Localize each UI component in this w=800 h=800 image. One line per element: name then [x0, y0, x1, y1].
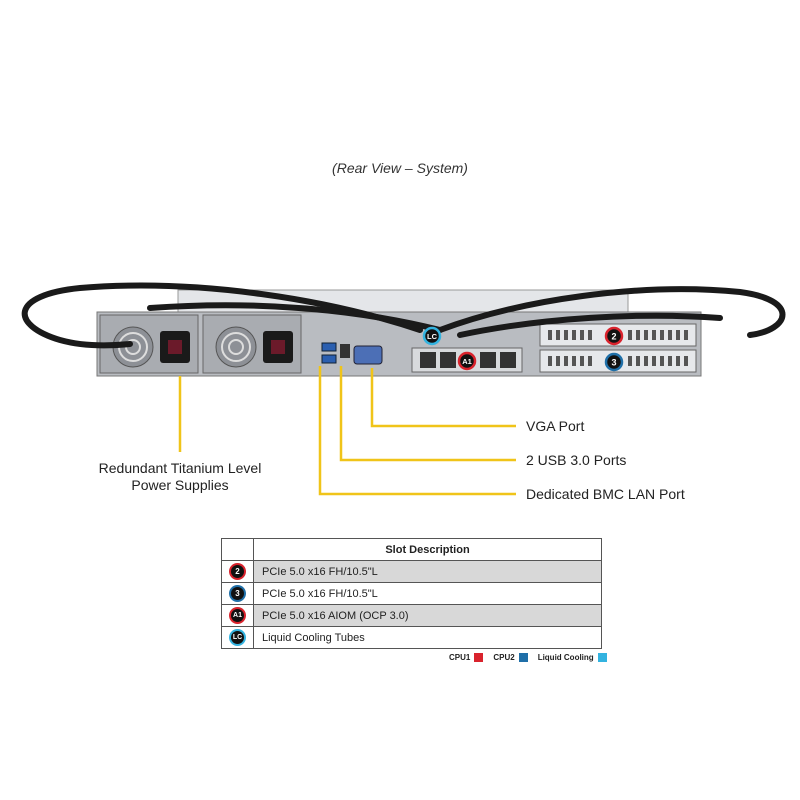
table-row: 3 PCIe 5.0 x16 FH/10.5"L	[221, 582, 602, 605]
table-row: A1 PCIe 5.0 x16 AIOM (OCP 3.0)	[221, 604, 602, 627]
table-cell-desc: PCIe 5.0 x16 FH/10.5"L	[253, 582, 602, 605]
callout-vga: VGA Port	[526, 418, 585, 434]
usb-port-1	[321, 342, 337, 352]
legend-cpu2-label: CPU2	[493, 653, 515, 662]
badge-a1-text: A1	[462, 357, 472, 366]
table-row: LC Liquid Cooling Tubes	[221, 626, 602, 649]
badge-lc-text: LC	[427, 332, 438, 341]
psu-2	[202, 314, 302, 374]
slot-description-table: Slot Description 2 PCIe 5.0 x16 FH/10.5"…	[221, 538, 602, 649]
badge-a1: A1	[457, 351, 477, 371]
color-legend: CPU1 CPU2 Liquid Cooling	[449, 653, 613, 662]
table-header: Slot Description	[253, 538, 602, 561]
callout-psu: Redundant Titanium Level Power Supplies	[90, 460, 270, 494]
callout-usb: 2 USB 3.0 Ports	[526, 452, 627, 468]
badge-slot-3: 3	[604, 352, 624, 372]
table-cell-desc: PCIe 5.0 x16 AIOM (OCP 3.0)	[253, 604, 602, 627]
legend-liquid-cooling-label: Liquid Cooling	[537, 653, 594, 662]
badge-lc-icon: LC	[231, 631, 244, 644]
table-cell-desc: PCIe 5.0 x16 FH/10.5"L	[253, 560, 602, 583]
liquid-cooling-tubes	[21, 282, 786, 349]
table-row: 2 PCIe 5.0 x16 FH/10.5"L	[221, 560, 602, 583]
usb-port-2	[321, 354, 337, 364]
table-header-blank	[221, 538, 254, 561]
table-cell-desc: Liquid Cooling Tubes	[253, 626, 602, 649]
callout-bmc: Dedicated BMC LAN Port	[526, 486, 685, 502]
badge-3-icon: 3	[231, 587, 244, 600]
badge-slot-2-text: 2	[611, 332, 616, 342]
badge-2-icon: 2	[231, 565, 244, 578]
legend-cpu1-swatch	[474, 653, 484, 662]
legend-liquid-cooling-swatch	[597, 653, 607, 662]
badge-slot-3-text: 3	[611, 358, 616, 368]
callout-psu-line2: Power Supplies	[131, 477, 229, 493]
legend-cpu2-swatch	[518, 653, 528, 662]
leader-lines	[178, 366, 516, 496]
legend-cpu1-label: CPU1	[449, 653, 471, 662]
badge-lc: LC	[422, 326, 442, 346]
badge-slot-2: 2	[604, 326, 624, 346]
bmc-lan-port	[340, 344, 350, 358]
callout-psu-line1: Redundant Titanium Level	[98, 460, 262, 476]
badge-a1-icon: A1	[231, 609, 244, 622]
view-title: (Rear View – System)	[332, 160, 468, 176]
vga-port	[353, 345, 383, 365]
